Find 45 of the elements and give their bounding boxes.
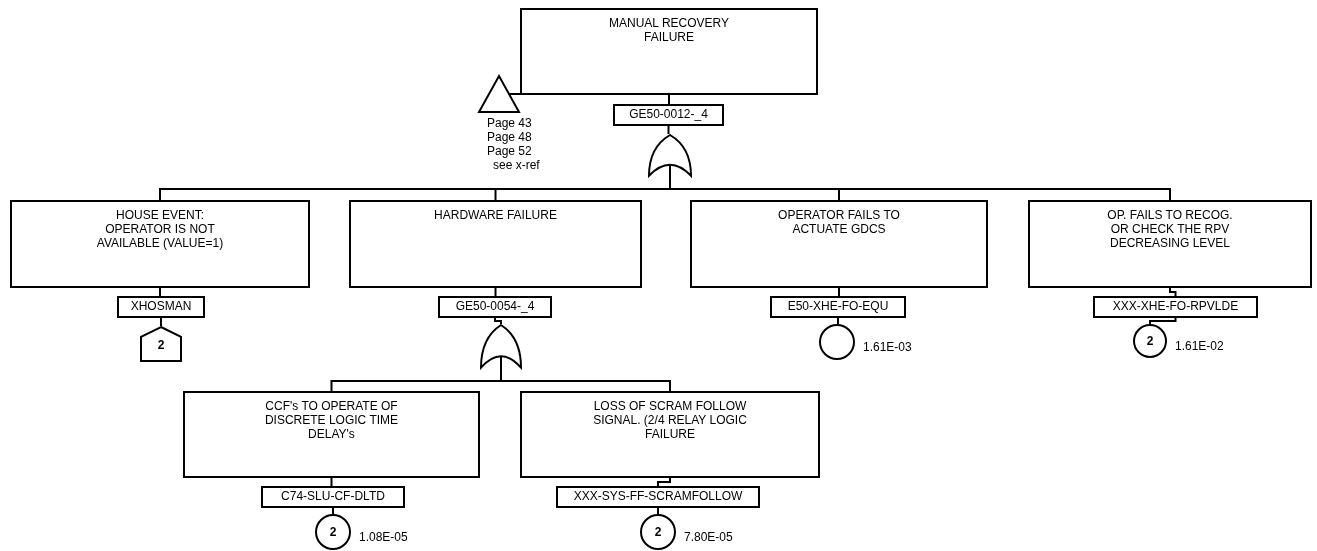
house-event-symbol: 2 (140, 326, 182, 362)
event-box: HARDWARE FAILURE (349, 200, 642, 288)
connector-line (837, 317, 839, 325)
basic-event-circle: 2 (1133, 324, 1167, 358)
probability-value: 1.08E-05 (359, 530, 408, 545)
event-id-label: GE50-0054-_4 (438, 296, 552, 318)
connector-line (668, 94, 670, 105)
event-box: HOUSE EVENT: OPERATOR IS NOT AVAILABLE (VALUE=1) (10, 200, 310, 288)
page-reference: Page 52 (487, 144, 532, 158)
event-id-label: XHOSMAN (117, 296, 205, 318)
page-reference: see x-ref (493, 158, 540, 172)
page-reference: Page 43 (487, 116, 532, 130)
or-gate-symbol (648, 134, 692, 178)
transfer-triangle (478, 75, 520, 113)
probability-value: 7.80E-05 (684, 530, 733, 545)
connector-line (159, 287, 161, 297)
connector-line (494, 287, 497, 297)
connector-line (332, 507, 334, 515)
basic-event-circle (819, 324, 855, 360)
connector-line (330, 477, 333, 487)
probability-value: 1.61E-02 (1175, 339, 1224, 354)
connector-line (1149, 317, 1177, 325)
page-reference: Page 48 (487, 130, 532, 144)
connector-line (1169, 287, 1177, 297)
event-id-label: XXX-XHE-FO-RPVLDE (1093, 296, 1258, 318)
connector-line (657, 507, 659, 515)
event-id-label: GE50-0012-_4 (613, 104, 724, 126)
event-id-label: XXX-SYS-FF-SCRAMFOLLOW (556, 486, 760, 508)
connector-line (494, 317, 502, 325)
connector-line (667, 125, 670, 135)
connector-line (508, 93, 521, 95)
event-box: LOSS OF SCRAM FOLLOW SIGNAL. (2/4 RELAY LOGIC FAILURE (520, 391, 820, 478)
basic-event-circle: 2 (315, 514, 351, 550)
event-box: MANUAL RECOVERY FAILURE (520, 8, 818, 95)
event-id-label: E50-XHE-FO-EQU (770, 296, 906, 318)
event-box: CCF's TO OPERATE OF DISCRETE LOGIC TIME DELAY's (183, 391, 480, 478)
connector-line (160, 317, 162, 327)
event-id-label: C74-SLU-CF-DLTD (261, 486, 405, 508)
or-gate-symbol (480, 324, 522, 370)
connector-line (657, 477, 671, 487)
probability-value: 1.61E-03 (863, 340, 912, 355)
event-box: OP. FAILS TO RECOG. OR CHECK THE RPV DECREASING LEVEL (1028, 200, 1312, 288)
event-box: OPERATOR FAILS TO ACTUATE GDCS (690, 200, 988, 288)
basic-event-circle: 2 (640, 514, 676, 550)
connector-line (838, 287, 840, 297)
